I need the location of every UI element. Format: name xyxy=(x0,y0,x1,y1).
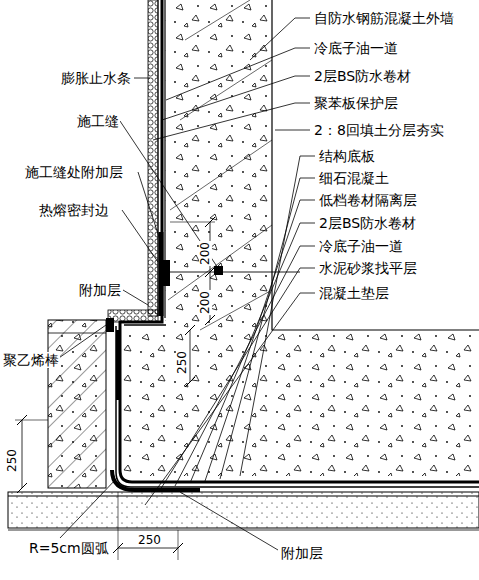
part-label: 2：8回填土分层夯实 xyxy=(313,122,445,138)
part-label: 自防水钢筋混凝土外墙 xyxy=(313,10,455,26)
part-label: 施工缝处附加层 xyxy=(24,164,124,180)
part-label: 低档卷材隔离层 xyxy=(318,192,418,208)
part-label: R=5cm圆弧 xyxy=(28,540,110,556)
dimension-text: 250 xyxy=(6,448,19,473)
part-label: 施工缝 xyxy=(76,113,120,129)
part-label: 聚乙烯棒 xyxy=(2,352,60,368)
dimension-text: 200 xyxy=(199,290,212,315)
part-label: 冷底子油一道 xyxy=(313,40,399,56)
part-label: 附加层 xyxy=(78,282,122,298)
part-label: 混凝土垫层 xyxy=(318,285,390,301)
part-label: 热熔密封边 xyxy=(38,202,110,218)
part-label: 附加层 xyxy=(280,545,324,561)
part-label: 结构底板 xyxy=(318,148,376,164)
dimension-text: 200 xyxy=(199,241,212,266)
part-label: 聚苯板保护层 xyxy=(313,95,399,111)
part-label: 2层BS防水卷材 xyxy=(313,68,412,84)
part-label: 膨胀止水条 xyxy=(60,70,132,86)
part-label: 2层BS防水卷材 xyxy=(318,215,417,231)
part-label: 冷底子油一道 xyxy=(318,238,404,254)
dimension-text: 250 xyxy=(137,534,162,547)
dimension-text: 250 xyxy=(176,350,189,375)
part-label: 水泥砂浆找平层 xyxy=(318,260,418,276)
part-label: 细石混凝土 xyxy=(318,170,390,186)
